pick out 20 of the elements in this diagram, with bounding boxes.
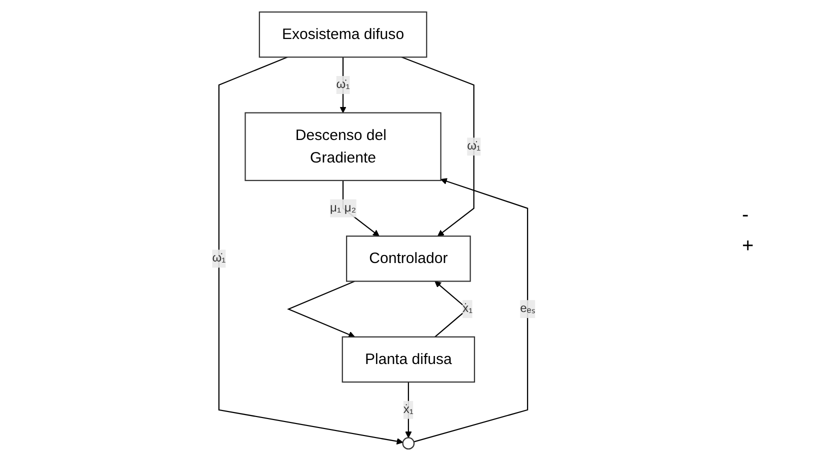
sign-label: - bbox=[742, 204, 750, 226]
arrow bbox=[414, 178, 529, 442]
edge-label: ω̇₁ bbox=[212, 252, 226, 265]
arrow bbox=[287, 280, 356, 338]
arrow bbox=[402, 56, 475, 236]
arrow bbox=[218, 56, 404, 445]
sign-label: + bbox=[742, 234, 755, 258]
node-box: Exosistema difuso bbox=[259, 11, 428, 58]
node-box: Controlador bbox=[346, 236, 472, 282]
edge-label: eₑₛ bbox=[520, 302, 536, 316]
arrow bbox=[406, 382, 412, 438]
edge-label: ω̇₁ bbox=[468, 140, 481, 153]
node-circle bbox=[402, 437, 416, 450]
edge-label: ẋ₁ bbox=[462, 302, 474, 316]
node-box: Planta difusa bbox=[342, 336, 476, 383]
node-box: Descenso del Gradiente bbox=[245, 112, 442, 182]
edge-label: ω̇₁ bbox=[336, 78, 350, 91]
edge-label: ẋ₁ bbox=[404, 403, 414, 416]
arrow bbox=[340, 57, 347, 114]
edge-label: μ₁ μ₂ bbox=[330, 202, 356, 214]
